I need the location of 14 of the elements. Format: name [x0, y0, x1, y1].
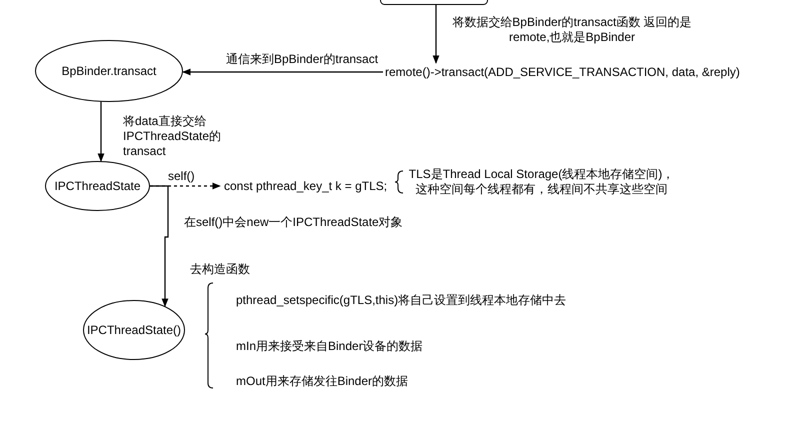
process-ellipse: BpBinder.transact	[35, 40, 183, 102]
note-text: TLS是Thread Local Storage(线程本地存储空间)，这种空间每个线程都有，线程间不共享这些空间	[408, 167, 676, 197]
note-text: pthread_setspecific(gTLS,this)将自己设置到线程本地存储中去	[236, 293, 568, 308]
arrow	[150, 185, 169, 308]
code-text: remote()->transact(ADD_SERVICE_TRANSACTION, data, &reply)	[385, 63, 745, 81]
note-text: mOut用来存储发往Binder的数据	[236, 374, 410, 389]
code-text: const pthread_key_t k = gTLS;	[224, 177, 392, 195]
process-ellipse: IPCThreadState	[45, 161, 150, 211]
step-text: 去构造函数	[190, 262, 251, 277]
process-ellipse: IPCThreadState()	[83, 300, 185, 360]
arrow	[98, 102, 104, 162]
arrow	[432, 5, 440, 64]
note-text: mIn用来接受来自Binder设备的数据	[236, 339, 424, 354]
arrow	[182, 68, 383, 76]
